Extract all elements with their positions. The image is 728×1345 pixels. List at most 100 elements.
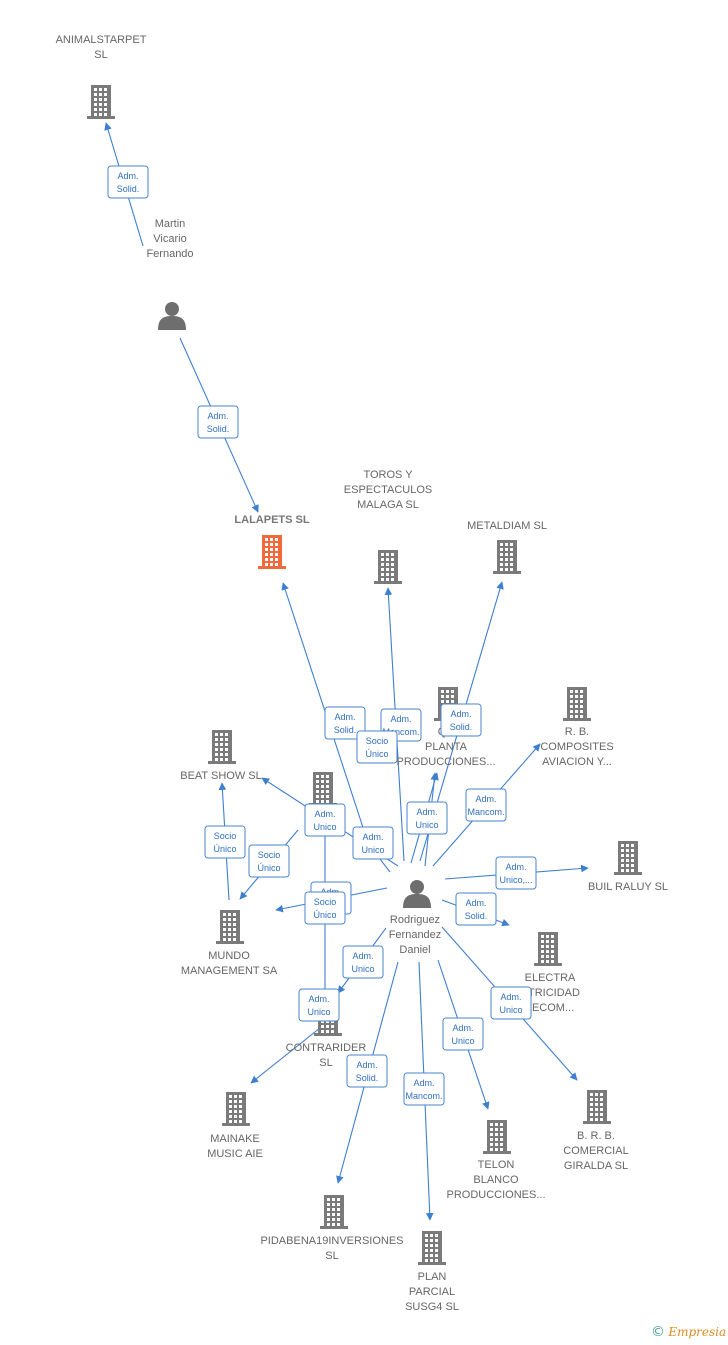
relation-label-box [455, 892, 497, 926]
relation-label-text: Solid. [465, 911, 488, 921]
node-label: BEAT SHOW SL [180, 770, 262, 782]
relation-label-rodriguez-to-planta[interactable]: Adm.Unico [406, 801, 448, 835]
relation-label-martin-to-lalapets[interactable]: Adm. Solid. [197, 405, 239, 439]
relation-label-text: Unico [307, 1007, 330, 1017]
building-icon [87, 85, 115, 119]
relation-label-text: Unico [313, 822, 336, 832]
relation-label-text: Adm. [505, 862, 526, 872]
relation-label-text: Unico [415, 820, 438, 830]
node-label: GIRALDA SL [564, 1160, 628, 1172]
relation-label-text: Solid. [334, 725, 357, 735]
building-icon [320, 1195, 348, 1229]
relation-label-text: Adm. [207, 411, 228, 421]
relation-label-rodriguez-to-lalapets[interactable]: Adm. Solid. [324, 706, 366, 740]
node-beatshow[interactable]: BEAT SHOW SL [180, 730, 262, 782]
relation-label-text: Único [313, 910, 336, 920]
relation-label-box [248, 844, 290, 878]
node-label: PRODUCCIONES... [446, 1189, 545, 1201]
building-icon [309, 772, 337, 806]
relation-label-text: Adm. [475, 794, 496, 804]
building-icon [483, 1120, 511, 1154]
relation-label-martin-to-animalstarpet[interactable]: Adm.Solid. [107, 165, 149, 199]
relation-label-box [490, 986, 532, 1020]
relation-label-rodriguez-to-metaldiam[interactable]: Adm.Solid. [440, 703, 482, 737]
relation-label-text: Solid. [450, 722, 473, 732]
relation-label-rodriguez-to-builraluy[interactable]: Adm.Unico,... [495, 856, 537, 890]
node-label: METALDIAM SL [467, 520, 547, 532]
node-label: LECOM... [526, 1002, 574, 1014]
relation-label-text: Único [213, 844, 236, 854]
relation-label-rodriguez-to-pidabena[interactable]: Adm.Solid. [346, 1054, 388, 1088]
node-label: SL [325, 1250, 338, 1262]
node-label: PLANTA [425, 741, 468, 753]
relation-label-text: Único [365, 749, 388, 759]
node-electra[interactable]: ELECTRACTRICIDADLECOM... [520, 932, 580, 1014]
relation-label-text: Solid. [207, 424, 230, 434]
edge-contrarider-to-mainake [250, 1019, 331, 1084]
relation-label-box [356, 730, 398, 764]
relation-label-rodriguez-to-gesx[interactable]: Adm.Unico [352, 826, 394, 860]
relation-label-box [465, 788, 507, 822]
relation-label-box [197, 405, 239, 439]
node-label: PIDABENA19INVERSIONES [260, 1235, 403, 1247]
relation-label-text: Adm. [334, 712, 355, 722]
relation-label-rodriguez-to-electra[interactable]: Adm.Solid. [455, 892, 497, 926]
node-label: ELECTRA [525, 972, 576, 984]
node-telon[interactable]: TELONBLANCOPRODUCCIONES... [446, 1120, 546, 1201]
relation-label-text: Unico [451, 1036, 474, 1046]
relation-label-text: Adm. [500, 992, 521, 1002]
relation-label-rodriguez-to-rb_composites[interactable]: Adm.Mancom. [465, 788, 507, 822]
node-metaldiam[interactable]: METALDIAM SL [467, 520, 547, 574]
node-label: Fernandez [389, 929, 442, 941]
relation-label-box [406, 801, 448, 835]
building-icon [614, 841, 642, 875]
node-builraluy[interactable]: BUIL RALUY SL [588, 841, 668, 893]
relation-label-text: Adm. [352, 951, 373, 961]
relation-label-rodriguez-to-beatshow[interactable]: Adm.Unico [304, 803, 346, 837]
node-label: PARCIAL [409, 1286, 455, 1298]
node-label: CONTRARIDER [286, 1042, 367, 1054]
relation-label-rodriguez-to-plan_parcial[interactable]: Adm.Mancom. [403, 1072, 445, 1106]
building-icon [222, 1092, 250, 1126]
relation-label-text: Mancom. [382, 727, 419, 737]
relation-label-box [440, 703, 482, 737]
relation-label-box [107, 165, 149, 199]
relation-label-box [304, 891, 346, 925]
node-label: Martin [155, 218, 186, 230]
node-label: ANIMALSTARPET [56, 34, 147, 46]
relation-label-rodriguez-to-brb_comercial[interactable]: Adm.Unico [490, 986, 532, 1020]
node-label: MAINAKE [210, 1133, 260, 1145]
relation-label-box [324, 706, 366, 740]
footer-brand[interactable]: © Empresia [651, 1324, 726, 1340]
relation-label-rodriguez-to-contrarider[interactable]: Adm. Unico [342, 945, 384, 979]
relation-label-text: Socio [214, 831, 237, 841]
relation-label-text: Unico [351, 964, 374, 974]
node-label: BLANCO [473, 1174, 519, 1186]
node-mainake[interactable]: MAINAKE MUSIC AIE [207, 1092, 263, 1160]
building-icon [583, 1090, 611, 1124]
relation-label-text: Adm. [413, 1078, 434, 1088]
relation-label-box [403, 1072, 445, 1106]
person-icon [158, 302, 186, 330]
relation-label-text: Adm. [452, 1023, 473, 1033]
node-lalapets[interactable]: LALAPETS SL [234, 514, 310, 569]
node-pidabena[interactable]: PIDABENA19INVERSIONES SL [260, 1195, 404, 1262]
node-label: MUSIC AIE [207, 1148, 263, 1160]
relation-label-box [442, 1017, 484, 1051]
relation-label-text: Solid. [117, 184, 140, 194]
relation-label-rodriguez-to-telon[interactable]: Adm. Unico [442, 1017, 484, 1051]
relation-label-contrarider-to-mainake[interactable]: Adm.Unico [298, 988, 340, 1022]
relation-label-text: Solid. [356, 1073, 379, 1083]
